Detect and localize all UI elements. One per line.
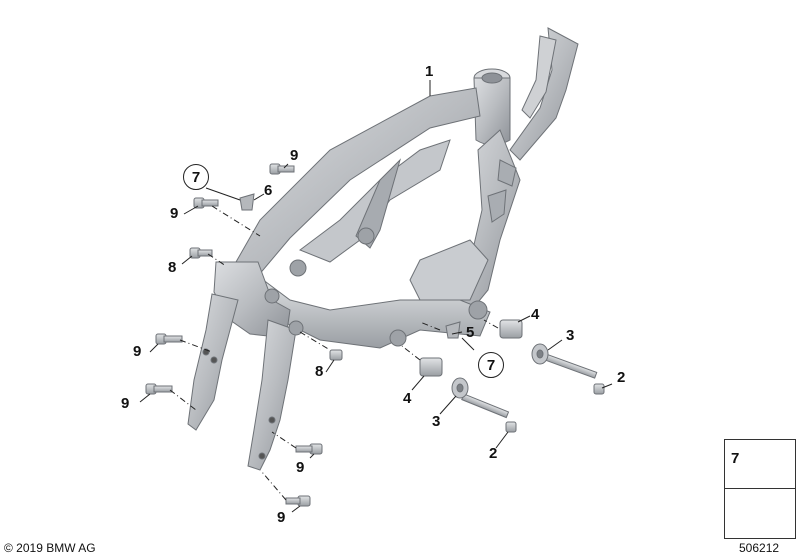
callout-6: 6 xyxy=(264,182,273,199)
bolt-9-bottom xyxy=(285,495,311,507)
spacer-4-lower xyxy=(419,357,443,377)
callout-8-lower: 8 xyxy=(315,363,324,380)
copyright-text: © 2019 BMW AG xyxy=(4,541,96,555)
bolt-8-upper xyxy=(189,247,213,259)
callout-5: 5 xyxy=(466,324,475,341)
callout-3-lower: 3 xyxy=(432,413,441,430)
leader-lines xyxy=(139,80,613,513)
bolt-2-upper xyxy=(543,353,605,395)
clip-6 xyxy=(239,193,255,211)
callout-9-lower-left: 9 xyxy=(121,395,130,412)
bolt-9-top xyxy=(269,163,295,175)
callout-9-mid-left: 9 xyxy=(133,343,142,360)
washer-3-upper xyxy=(531,343,549,365)
legend-box: 7 xyxy=(724,439,796,539)
bolt-9-mid-left xyxy=(155,333,183,345)
callout-4-upper: 4 xyxy=(531,306,540,323)
bolts xyxy=(145,163,605,507)
callout-7-circled-lower: 7 xyxy=(478,352,504,378)
callout-1: 1 xyxy=(425,63,434,80)
bolt-8-lower xyxy=(329,349,343,361)
diagram-number: 506212 xyxy=(739,541,780,555)
bolt-9-upper-left xyxy=(193,197,219,209)
callout-3-upper: 3 xyxy=(566,327,575,344)
callout-9-lower-right: 9 xyxy=(296,459,305,476)
callout-4-lower: 4 xyxy=(403,390,412,407)
bolt-9-lower-right xyxy=(295,443,323,455)
bolt-9-lower-left xyxy=(145,383,173,395)
main-frame xyxy=(187,27,579,471)
clip-5 xyxy=(445,321,461,339)
legend-label: 7 xyxy=(731,450,740,467)
spacers-and-washers xyxy=(239,193,549,399)
washer-3-lower xyxy=(451,377,469,399)
spacer-4-upper xyxy=(499,319,523,339)
callout-2-lower: 2 xyxy=(489,445,498,462)
callout-7-circled-top: 7 xyxy=(183,164,209,190)
callout-9-bottom: 9 xyxy=(277,509,286,526)
legend-divider xyxy=(725,488,795,489)
callout-9-upper-left: 9 xyxy=(170,205,179,222)
callout-8-upper: 8 xyxy=(168,259,177,276)
callout-2-upper: 2 xyxy=(617,369,626,386)
bolt-2-lower xyxy=(461,393,517,433)
callout-9-top: 9 xyxy=(290,147,299,164)
